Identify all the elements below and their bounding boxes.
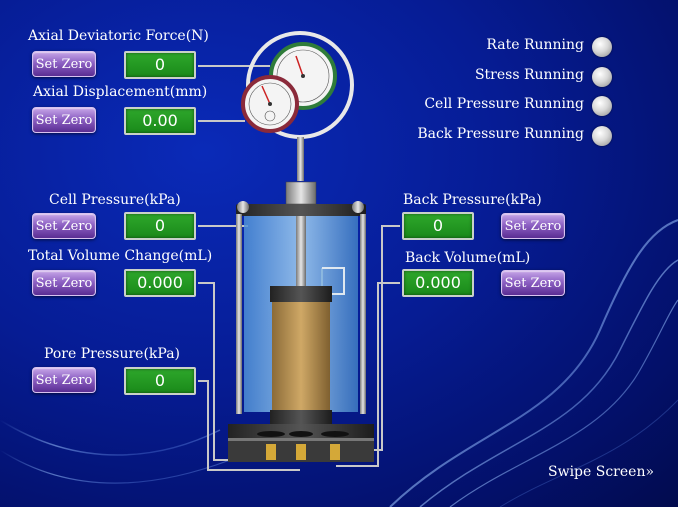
total-volume-change-value: 0.000: [124, 269, 196, 297]
swipe-screen-link[interactable]: Swipe Screen»: [548, 464, 655, 480]
total-volume-set-zero-button[interactable]: Set Zero: [32, 270, 96, 296]
back-volume-label: Back Volume(mL): [405, 250, 531, 266]
axial-displacement-set-zero-button[interactable]: Set Zero: [32, 107, 96, 133]
stress-running-indicator: [592, 67, 612, 87]
back-pressure-label: Back Pressure(kPa): [403, 192, 542, 208]
total-volume-change-label: Total Volume Change(mL): [28, 248, 213, 264]
pore-pressure-set-zero-button[interactable]: Set Zero: [32, 367, 96, 393]
rate-running-label: Rate Running: [486, 37, 584, 53]
pore-pressure-value: 0: [124, 367, 196, 395]
axial-displacement-value: 0.00: [124, 107, 196, 135]
stress-running-label: Stress Running: [474, 67, 584, 83]
axial-force-label: Axial Deviatoric Force(N): [28, 28, 209, 44]
back-volume-value: 0.000: [402, 269, 474, 297]
cell-pressure-value: 0: [124, 212, 196, 240]
axial-force-set-zero-button[interactable]: Set Zero: [32, 51, 96, 77]
axial-displacement-label: Axial Displacement(mm): [33, 84, 208, 100]
cell-pressure-running-indicator: [592, 96, 612, 116]
back-pressure-running-label: Back Pressure Running: [417, 126, 584, 142]
back-volume-set-zero-button[interactable]: Set Zero: [501, 270, 565, 296]
axial-force-value: 0: [124, 51, 196, 79]
cell-pressure-running-label: Cell Pressure Running: [424, 96, 584, 112]
rate-running-indicator: [592, 37, 612, 57]
back-pressure-value: 0: [402, 212, 474, 240]
cell-pressure-set-zero-button[interactable]: Set Zero: [32, 213, 96, 239]
back-pressure-set-zero-button[interactable]: Set Zero: [501, 213, 565, 239]
cell-pressure-label: Cell Pressure(kPa): [49, 192, 181, 208]
back-pressure-running-indicator: [592, 126, 612, 146]
pore-pressure-label: Pore Pressure(kPa): [44, 346, 181, 362]
